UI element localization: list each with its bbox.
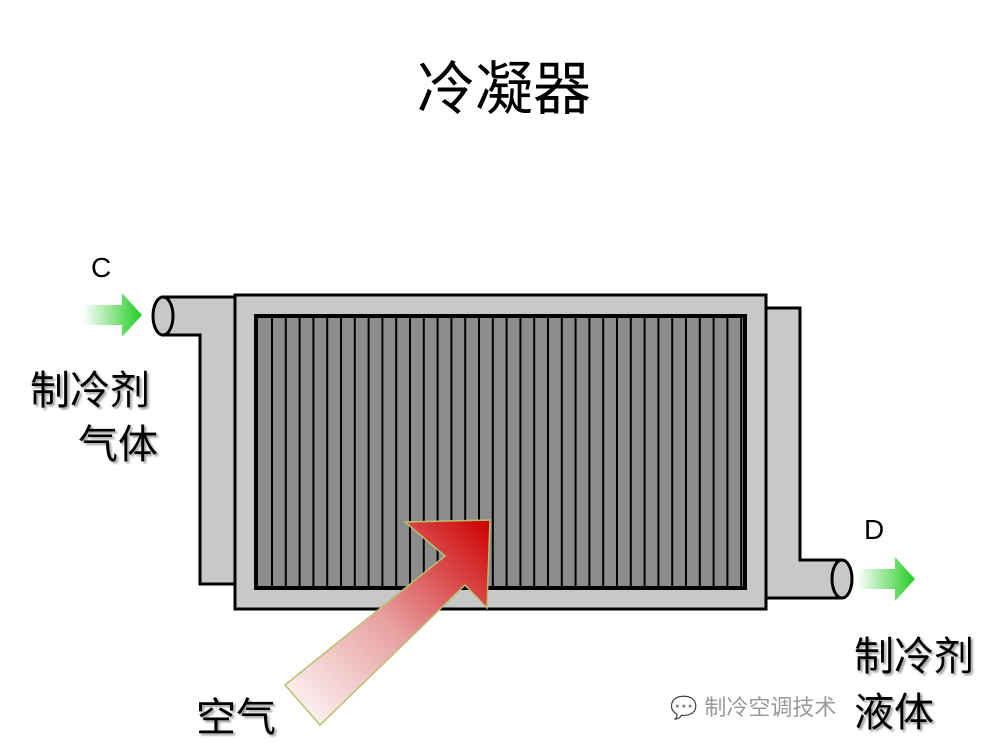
page-title: 冷凝器 bbox=[416, 55, 591, 123]
outlet-label-line1: 制冷剂 bbox=[854, 634, 974, 680]
outlet-pipe-opening bbox=[830, 558, 854, 600]
inlet-label-line1: 制冷剂 bbox=[30, 368, 150, 414]
outlet-flow-arrow bbox=[857, 557, 915, 601]
inlet-point-label: C bbox=[91, 252, 112, 283]
outlet-point-label: D bbox=[864, 514, 885, 545]
outlet-pipe bbox=[764, 306, 844, 600]
air-arrow bbox=[283, 519, 491, 727]
inlet-pipe bbox=[161, 295, 237, 586]
inlet-label-line2: 气体 bbox=[78, 422, 158, 468]
inlet-flow-arrow bbox=[83, 293, 142, 337]
inlet-pipe-opening bbox=[151, 295, 175, 337]
fins bbox=[271, 318, 743, 586]
outlet-label-line2: 液体 bbox=[854, 690, 934, 736]
wechat-icon: 💬 bbox=[670, 696, 698, 721]
watermark-text: 制冷空调技术 bbox=[704, 696, 837, 721]
watermark: 💬 制冷空调技术 bbox=[670, 690, 836, 722]
air-label: 空气 bbox=[196, 695, 276, 741]
condenser-core bbox=[254, 314, 747, 590]
